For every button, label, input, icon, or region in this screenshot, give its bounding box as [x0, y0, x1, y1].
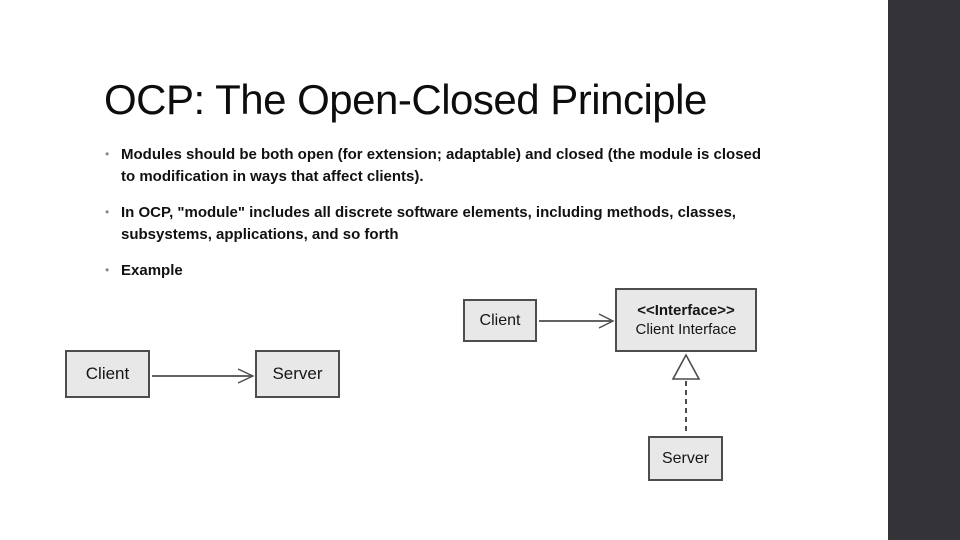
- after-client-label: Client: [479, 311, 521, 329]
- after-client-box: Client: [463, 299, 537, 342]
- bullet-item: • Example: [103, 260, 775, 282]
- after-arrowhead-icon: [598, 313, 615, 329]
- after-server-label: Server: [661, 449, 710, 467]
- bullet-text: Example: [121, 262, 183, 279]
- after-interface-box: <<Interface>> Client Interface: [615, 288, 757, 352]
- accent-bar: [888, 0, 960, 540]
- bullet-item: • Modules should be both open (for exten…: [103, 144, 775, 187]
- before-arrowhead-icon: [237, 368, 255, 384]
- bullet-text: In OCP, "module" includes all discrete s…: [121, 204, 736, 243]
- bullet-text: Modules should be both open (for extensi…: [121, 146, 762, 185]
- after-server-box: Server: [648, 436, 723, 481]
- bullet-icon: •: [105, 263, 110, 277]
- before-server-box: Server: [255, 350, 340, 398]
- before-client-label: Client: [85, 364, 130, 383]
- bullet-icon: •: [105, 147, 110, 161]
- bullet-item: • In OCP, "module" includes all discrete…: [103, 202, 775, 245]
- before-server-label: Server: [272, 364, 323, 383]
- bullet-icon: •: [105, 205, 110, 219]
- bullet-list: • Modules should be both open (for exten…: [103, 144, 775, 297]
- interface-stereotype-label: <<Interface>>: [637, 302, 735, 319]
- slide-title: OCP: The Open-Closed Principle: [104, 76, 707, 123]
- before-client-box: Client: [65, 350, 150, 398]
- interface-name-label: Client Interface: [635, 321, 737, 338]
- realization-triangle-icon: [671, 353, 701, 380]
